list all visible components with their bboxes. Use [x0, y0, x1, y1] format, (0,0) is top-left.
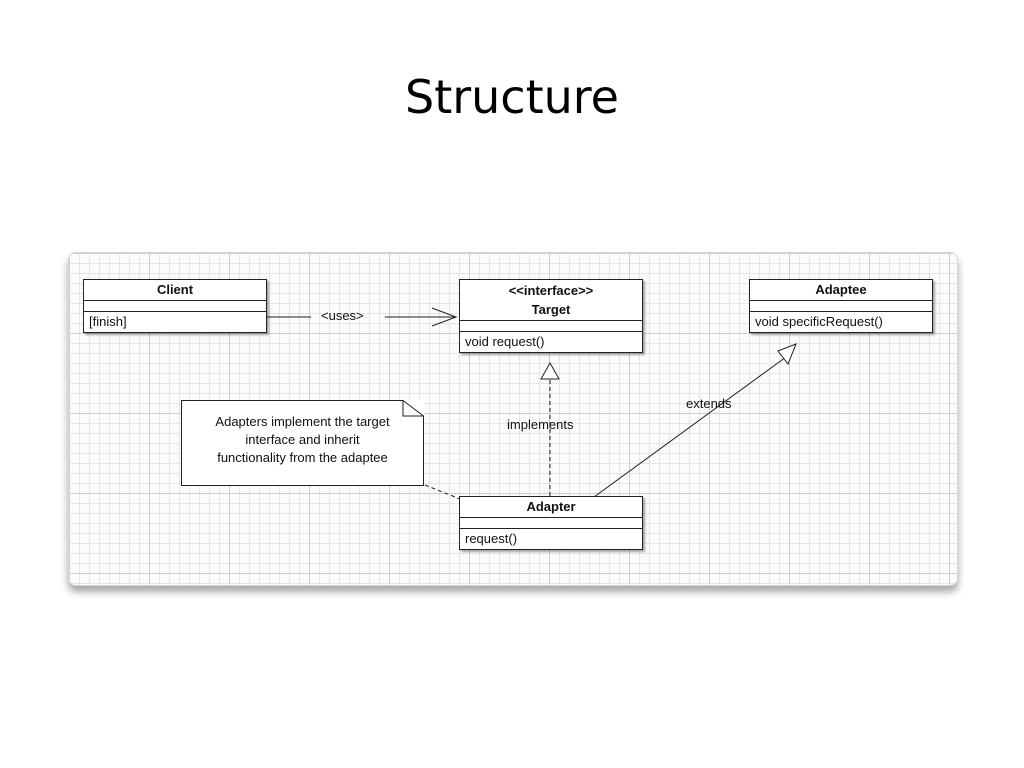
- note-outline: [181, 400, 424, 486]
- extends-line: [593, 356, 787, 498]
- implements-label: implements: [507, 417, 574, 432]
- adapter-class[interactable]: Adapter request(): [459, 496, 643, 550]
- note-line-3: functionality from the adaptee: [217, 450, 388, 465]
- note-line-2: interface and inherit: [245, 432, 360, 447]
- slide-title: Structure: [405, 70, 619, 124]
- adaptee-class-name: Adaptee: [750, 280, 932, 301]
- extends-arrowhead: [777, 343, 797, 366]
- client-operation: [finish]: [89, 314, 127, 329]
- adaptee-class[interactable]: Adaptee void specificRequest(): [749, 279, 933, 333]
- target-operation: void request(): [465, 334, 545, 349]
- implements-arrowhead: [540, 361, 560, 380]
- adapter-note[interactable]: Adapters implement the target interface …: [181, 400, 424, 486]
- target-stereotype: <<interface>>: [508, 283, 594, 298]
- target-attributes: [460, 321, 642, 332]
- uml-diagram-canvas: Client [finish] <<interface>> Target voi…: [68, 252, 958, 586]
- target-header: <<interface>> Target: [460, 280, 642, 321]
- adaptee-operation: void specificRequest(): [755, 314, 883, 329]
- adapter-operation: request(): [465, 531, 518, 546]
- note-line-1: Adapters implement the target: [215, 414, 390, 429]
- adapter-attributes: [460, 518, 642, 529]
- client-attributes: [84, 301, 266, 312]
- target-interface-name: Target: [531, 302, 571, 317]
- uses-arrowhead: [431, 307, 458, 327]
- adaptee-attributes: [750, 301, 932, 312]
- relationship-lines: [266, 307, 797, 500]
- note-text: Adapters implement the target interface …: [181, 400, 424, 467]
- client-class-name: Client: [84, 280, 266, 301]
- uses-label: <uses>: [321, 308, 364, 323]
- adapter-class-name: Adapter: [460, 497, 642, 518]
- target-interface[interactable]: <<interface>> Target void request(): [459, 279, 643, 353]
- client-class[interactable]: Client [finish]: [83, 279, 267, 333]
- note-anchor-line: [424, 484, 461, 500]
- extends-label: extends: [686, 396, 732, 411]
